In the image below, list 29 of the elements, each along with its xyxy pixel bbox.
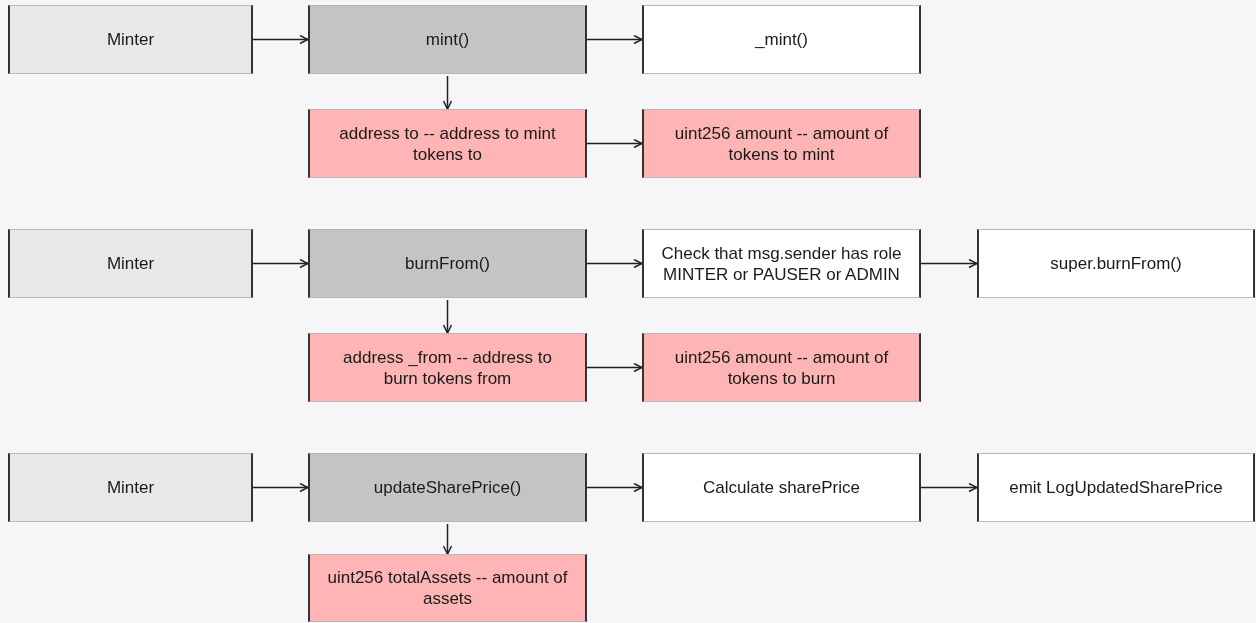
actor-box: Minter [8,5,253,74]
function-box: burnFrom() [308,229,587,298]
arrow [920,482,978,493]
step-box: super.burnFrom() [977,229,1255,298]
parameter-box: address to -- address to mint tokens to [308,109,587,178]
arrow [586,138,643,149]
actor-box: Minter [8,229,253,298]
arrow [586,258,643,269]
parameter-box: uint256 totalAssets -- amount of assets [308,554,587,622]
function-box: mint() [308,5,587,74]
step-box: emit LogUpdatedSharePrice [977,453,1255,522]
step-box: Calculate sharePrice [642,453,921,522]
step-box: Check that msg.sender has role MINTER or PAUSER or ADMIN [642,229,921,298]
parameter-box: uint256 amount -- amount of tokens to burn [642,333,921,402]
arrow [920,258,978,269]
arrow [442,75,453,110]
arrow [252,34,309,45]
step-box: _mint() [642,5,921,74]
arrow [442,299,453,334]
actor-box: Minter [8,453,253,522]
arrow [252,482,309,493]
arrow [586,482,643,493]
parameter-box: uint256 amount -- amount of tokens to mint [642,109,921,178]
arrow [586,34,643,45]
arrow [252,258,309,269]
function-box: updateSharePrice() [308,453,587,522]
parameter-box: address _from -- address to burn tokens from [308,333,587,402]
arrow [442,523,453,555]
arrow [586,362,643,373]
